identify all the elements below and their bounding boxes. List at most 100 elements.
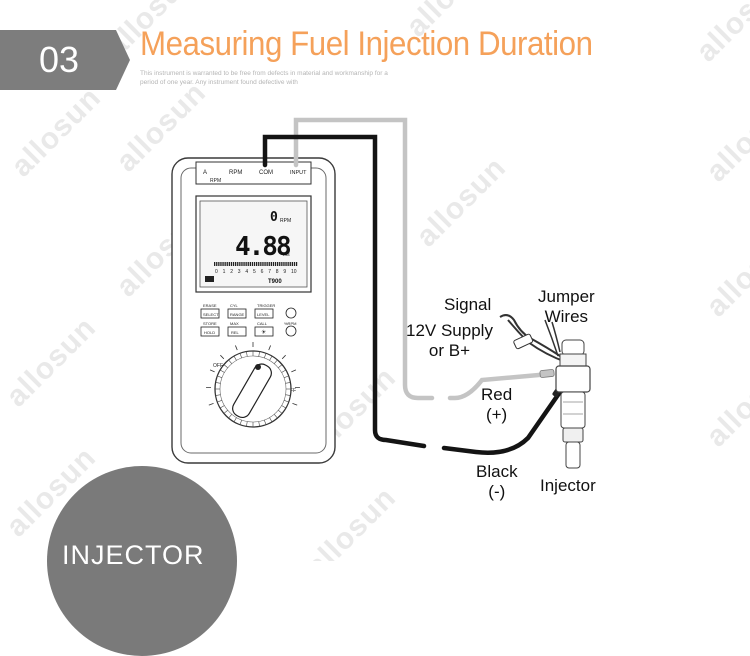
bargraph-segment xyxy=(262,262,263,266)
bargraph-segment xyxy=(296,262,297,266)
injector-nozzle xyxy=(566,442,580,468)
bargraph-segment xyxy=(237,262,238,266)
label-jumper-line: Jumper xyxy=(538,287,595,307)
button-caption: %RPM xyxy=(284,321,296,326)
button-caption: CYL xyxy=(230,303,239,308)
button-caption: ERASE xyxy=(203,303,217,308)
scale-tick-label: 2 xyxy=(230,269,233,275)
scale-tick-label: 0 xyxy=(215,269,218,275)
lcd-rpm-value: 0 xyxy=(270,210,278,225)
bargraph-segment xyxy=(294,262,295,266)
bargraph-segment xyxy=(271,262,272,266)
bargraph-segment xyxy=(239,262,240,266)
button-label: REL xyxy=(231,330,240,335)
scale-tick-label: 9 xyxy=(283,269,286,275)
red-clip xyxy=(540,369,555,377)
terminal-input: INPUT xyxy=(290,170,307,176)
bargraph-segment xyxy=(235,262,236,266)
label-b-plus-line: or B+ xyxy=(406,341,493,361)
scale-tick-label: 6 xyxy=(261,269,264,275)
bargraph-segment xyxy=(246,262,247,266)
bargraph-segment xyxy=(227,262,228,266)
terminal-rpm: RPM xyxy=(229,170,242,176)
bargraph-segment xyxy=(281,262,282,266)
bargraph-segment xyxy=(254,262,255,266)
bargraph-segment xyxy=(264,262,265,266)
button-label: LEVEL xyxy=(257,312,270,317)
scale-tick-label: 4 xyxy=(245,269,248,275)
bargraph-segment xyxy=(231,262,232,266)
scale-tick-label: 5 xyxy=(253,269,256,275)
bargraph-segment xyxy=(220,262,221,266)
bargraph-segment xyxy=(218,262,219,266)
bargraph-segment xyxy=(250,262,251,266)
bargraph-segment xyxy=(269,262,270,266)
bargraph-segment xyxy=(283,262,284,266)
terminal-com: COM xyxy=(259,170,273,176)
injector-ring xyxy=(563,428,583,442)
label-black-line: Black xyxy=(476,462,518,482)
dial-pointer xyxy=(255,364,261,370)
injector-connector xyxy=(556,366,590,392)
meter-button[interactable]: HOLD xyxy=(201,327,219,336)
label-plus-line: (+) xyxy=(481,405,512,425)
label-red: Red (+) xyxy=(481,385,512,425)
bargraph-segment xyxy=(258,262,259,266)
button-caption: STORE xyxy=(203,321,217,326)
label-supply-line: 12V Supply xyxy=(406,321,493,341)
meter-button[interactable]: LEVEL xyxy=(255,309,273,318)
terminal-a: A xyxy=(203,170,207,176)
label-minus-line: (-) xyxy=(476,482,518,502)
bargraph-segment xyxy=(285,262,286,266)
label-supply: 12V Supply or B+ xyxy=(406,321,493,361)
injector-collar xyxy=(560,354,586,366)
backlight-button[interactable]: ☀ xyxy=(255,327,273,336)
scale-tick-label: 1 xyxy=(223,269,226,275)
label-injector: Injector xyxy=(540,476,596,496)
label-red-line: Red xyxy=(481,385,512,405)
meter-button[interactable]: SELECT xyxy=(201,309,219,318)
meter-button[interactable]: RANGE xyxy=(228,309,246,318)
button-caption: TRIGGER xyxy=(257,303,275,308)
bargraph-segment xyxy=(214,262,215,266)
bargraph-segment xyxy=(241,262,242,266)
label-black: Black (-) xyxy=(476,462,518,502)
battery-icon xyxy=(205,276,214,282)
lcd-rpm-unit: RPM xyxy=(280,218,291,224)
scale-tick-label: 8 xyxy=(276,269,279,275)
button-face xyxy=(286,326,296,336)
injector-top-cap xyxy=(562,340,584,355)
bargraph-segment xyxy=(243,262,244,266)
button-label: SELECT xyxy=(203,312,219,317)
label-signal: Signal xyxy=(444,295,491,315)
sun-icon: ☀ xyxy=(261,329,266,336)
scale-tick-label: 3 xyxy=(238,269,241,275)
injector-section-title: INJECTOR xyxy=(62,540,205,571)
injector-body xyxy=(561,392,585,428)
terminal-rpm-sub: RPM xyxy=(210,178,221,184)
bargraph-segment xyxy=(273,262,274,266)
bargraph-segment xyxy=(233,262,234,266)
button-face xyxy=(286,308,296,318)
bargraph-segment xyxy=(252,262,253,266)
bargraph-segment xyxy=(216,262,217,266)
bargraph-segment xyxy=(260,262,261,266)
button-caption: MAX xyxy=(230,321,239,326)
scale-tick-label: 10 xyxy=(291,269,297,275)
bargraph-segment xyxy=(225,262,226,266)
bargraph-segment xyxy=(288,262,289,266)
bargraph-segment xyxy=(248,262,249,266)
bargraph-segment xyxy=(292,262,293,266)
lcd-main-unit: ms xyxy=(283,252,290,258)
bargraph-segment xyxy=(290,262,291,266)
button-label: RANGE xyxy=(230,312,245,317)
lcd-model: T900 xyxy=(268,279,282,285)
bargraph-segment xyxy=(279,262,280,266)
label-wires-line: Wires xyxy=(538,307,595,327)
meter-button[interactable]: REL xyxy=(228,327,246,336)
label-jumper-wires: Jumper Wires xyxy=(538,287,595,327)
button-caption: CALL xyxy=(257,321,268,326)
bargraph-segment xyxy=(277,262,278,266)
bargraph-segment xyxy=(222,262,223,266)
